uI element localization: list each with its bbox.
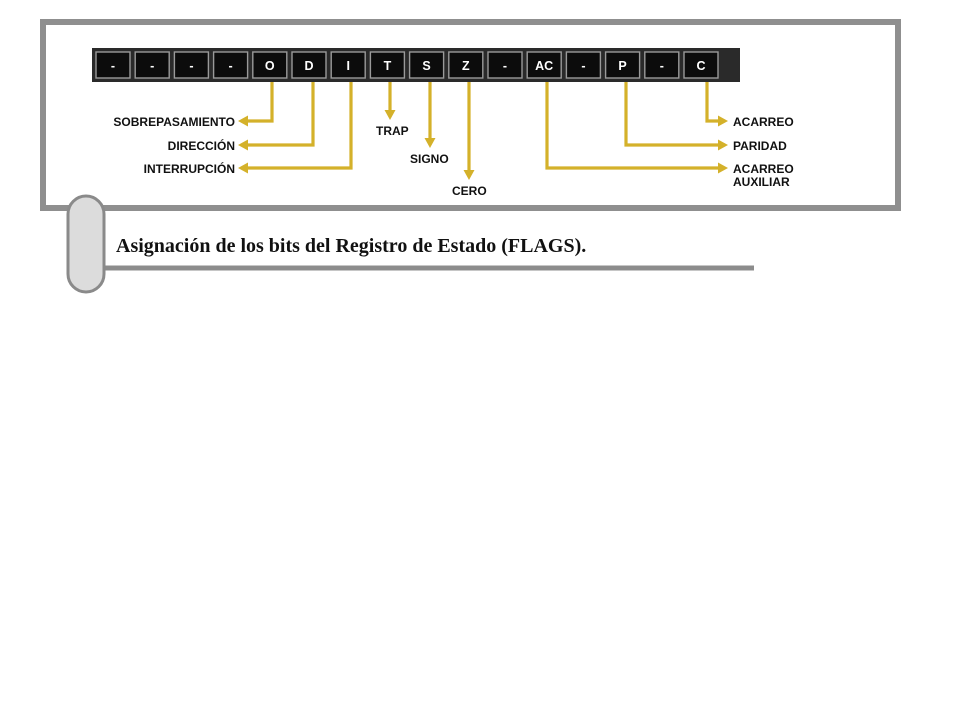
register-bit-cell — [330, 51, 366, 79]
register-bit-label: - — [503, 59, 507, 73]
register-bit-cell — [369, 51, 406, 79]
register-bit-cell — [291, 51, 327, 79]
register-bit-label: P — [618, 59, 626, 73]
connector-interrupt — [246, 82, 353, 170]
register-bit-label: S — [422, 59, 430, 73]
label-zero: CERO — [452, 184, 487, 198]
register-bit-cell — [252, 51, 288, 79]
register-bit-cell — [487, 51, 523, 79]
label-carry: ACARREO — [733, 115, 794, 129]
register-bit-label: O — [265, 59, 275, 73]
flag-labels: SOBREPASAMIENTO DIRECCIÓN INTERRUPCIÓN T… — [113, 115, 793, 198]
arrowhead-parity — [718, 139, 728, 151]
register-bit-cell — [173, 51, 210, 79]
register-bit-label: T — [384, 59, 392, 73]
connector-parity — [624, 82, 720, 147]
label-interrupt: INTERRUPCIÓN — [144, 161, 235, 176]
connector-overflow — [246, 82, 274, 123]
arrowhead-overflow — [238, 115, 248, 127]
arrowhead-zero — [463, 170, 475, 180]
label-overflow: SOBREPASAMIENTO — [113, 115, 235, 129]
register-bit-label: - — [189, 59, 193, 73]
connector-direction — [246, 82, 315, 147]
register-bit-cell — [644, 51, 680, 79]
register-bit-cell — [212, 51, 249, 79]
register-bit-cell — [408, 51, 445, 79]
register-bit-cell — [526, 51, 562, 79]
register-bit-cell — [683, 51, 719, 79]
register-bit-cell — [604, 51, 641, 79]
connector-aux-carry — [545, 82, 720, 170]
label-aux-carry-line1: ACARREO — [733, 162, 794, 176]
register-bits: - - - - O D I T S Z - AC - P - C — [95, 51, 719, 79]
arrowhead-direction — [238, 139, 248, 151]
arrowhead-interrupt — [238, 162, 248, 174]
register-bit-cell — [134, 51, 170, 79]
register-bit-cell — [565, 51, 602, 79]
label-trap: TRAP — [376, 124, 409, 138]
register-bit-cell — [95, 51, 131, 79]
label-aux-carry-line2: AUXILIAR — [733, 175, 790, 189]
arrowhead-trap — [384, 110, 396, 120]
arrowhead-sign — [424, 138, 436, 148]
connector-carry — [705, 82, 720, 123]
label-direction: DIRECCIÓN — [168, 138, 235, 153]
label-sign: SIGNO — [410, 152, 449, 166]
arrowhead-aux-carry — [718, 162, 728, 174]
figure-caption: Asignación de los bits del Registro de E… — [116, 235, 586, 257]
caption-tab — [66, 194, 106, 294]
register-bit-label: - — [581, 59, 585, 73]
register-bit-label: AC — [535, 59, 553, 73]
register-bit-cell — [448, 51, 484, 79]
register-bit-label: - — [150, 59, 154, 73]
register-bit-label: I — [346, 59, 349, 73]
label-parity: PARIDAD — [733, 139, 787, 153]
register-bit-label: - — [111, 59, 115, 73]
register-bit-label: - — [229, 59, 233, 73]
register-bit-label: C — [696, 59, 705, 73]
flag-connectors — [238, 82, 728, 180]
register-bit-label: - — [660, 59, 664, 73]
arrowhead-carry — [718, 115, 728, 127]
register-bit-label: D — [304, 59, 313, 73]
register-bit-label: Z — [462, 59, 470, 73]
